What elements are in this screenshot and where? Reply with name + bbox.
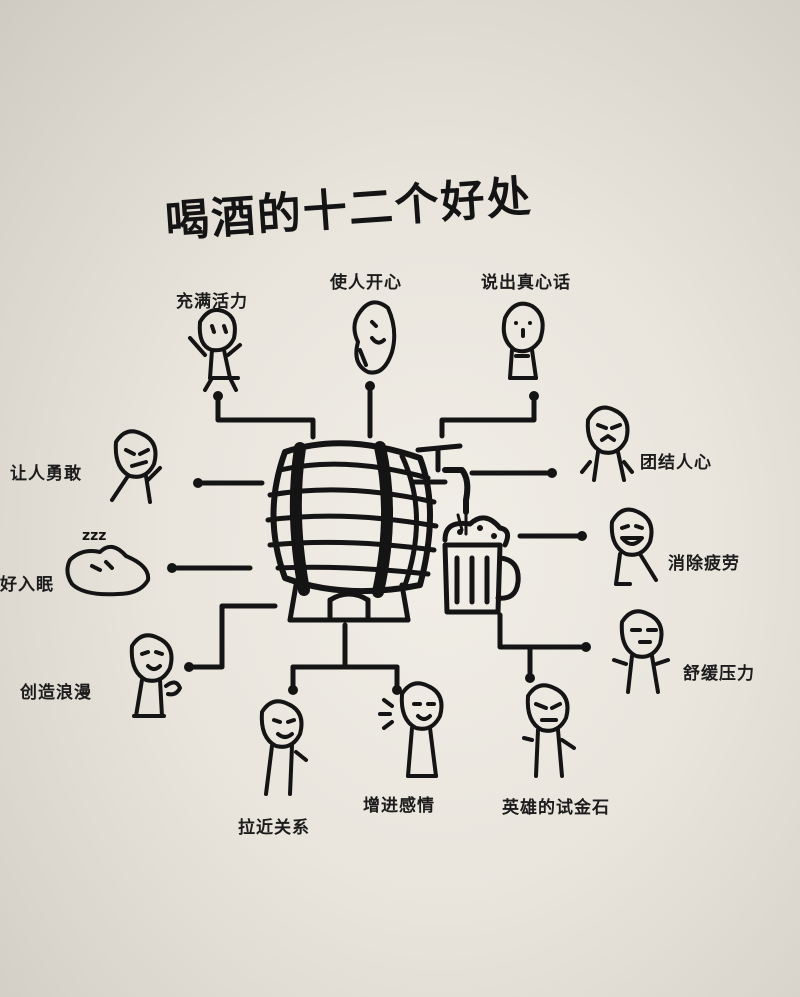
character-closeness [259, 699, 308, 796]
label-sleep-well: 好入眠 [0, 575, 54, 595]
character-happy [352, 300, 397, 375]
character-energetic [188, 308, 242, 392]
character-relaxed [612, 609, 670, 694]
character-brave [110, 429, 162, 504]
label-hero-touchstone: 英雄的试金石 [502, 798, 610, 818]
character-hero [522, 683, 576, 778]
sleep-zzz: zzz [82, 528, 106, 544]
label-makes-happy: 使人开心 [330, 273, 402, 293]
label-speak-truth: 说出真心话 [481, 273, 571, 293]
character-sleeping [65, 544, 151, 597]
label-full-of-energy: 充满活力 [176, 292, 248, 312]
label-ease-stress: 舒缓压力 [683, 664, 755, 684]
connector-dots [167, 381, 591, 695]
label-create-romance: 创造浪漫 [20, 683, 92, 703]
beer-mug [442, 515, 521, 615]
connector-lines [171, 383, 588, 693]
barrel [265, 440, 439, 623]
character-united [580, 405, 634, 482]
label-relieve-fatigue: 消除疲劳 [668, 554, 740, 574]
label-brave: 让人勇敢 [10, 464, 82, 484]
character-honest [501, 301, 545, 380]
character-romantic [129, 633, 182, 718]
character-affection [378, 681, 444, 778]
character-refreshed [609, 507, 658, 586]
label-unite-hearts: 团结人心 [640, 453, 712, 473]
label-deepen-feelings: 增进感情 [363, 796, 435, 816]
label-get-closer: 拉近关系 [238, 818, 310, 838]
